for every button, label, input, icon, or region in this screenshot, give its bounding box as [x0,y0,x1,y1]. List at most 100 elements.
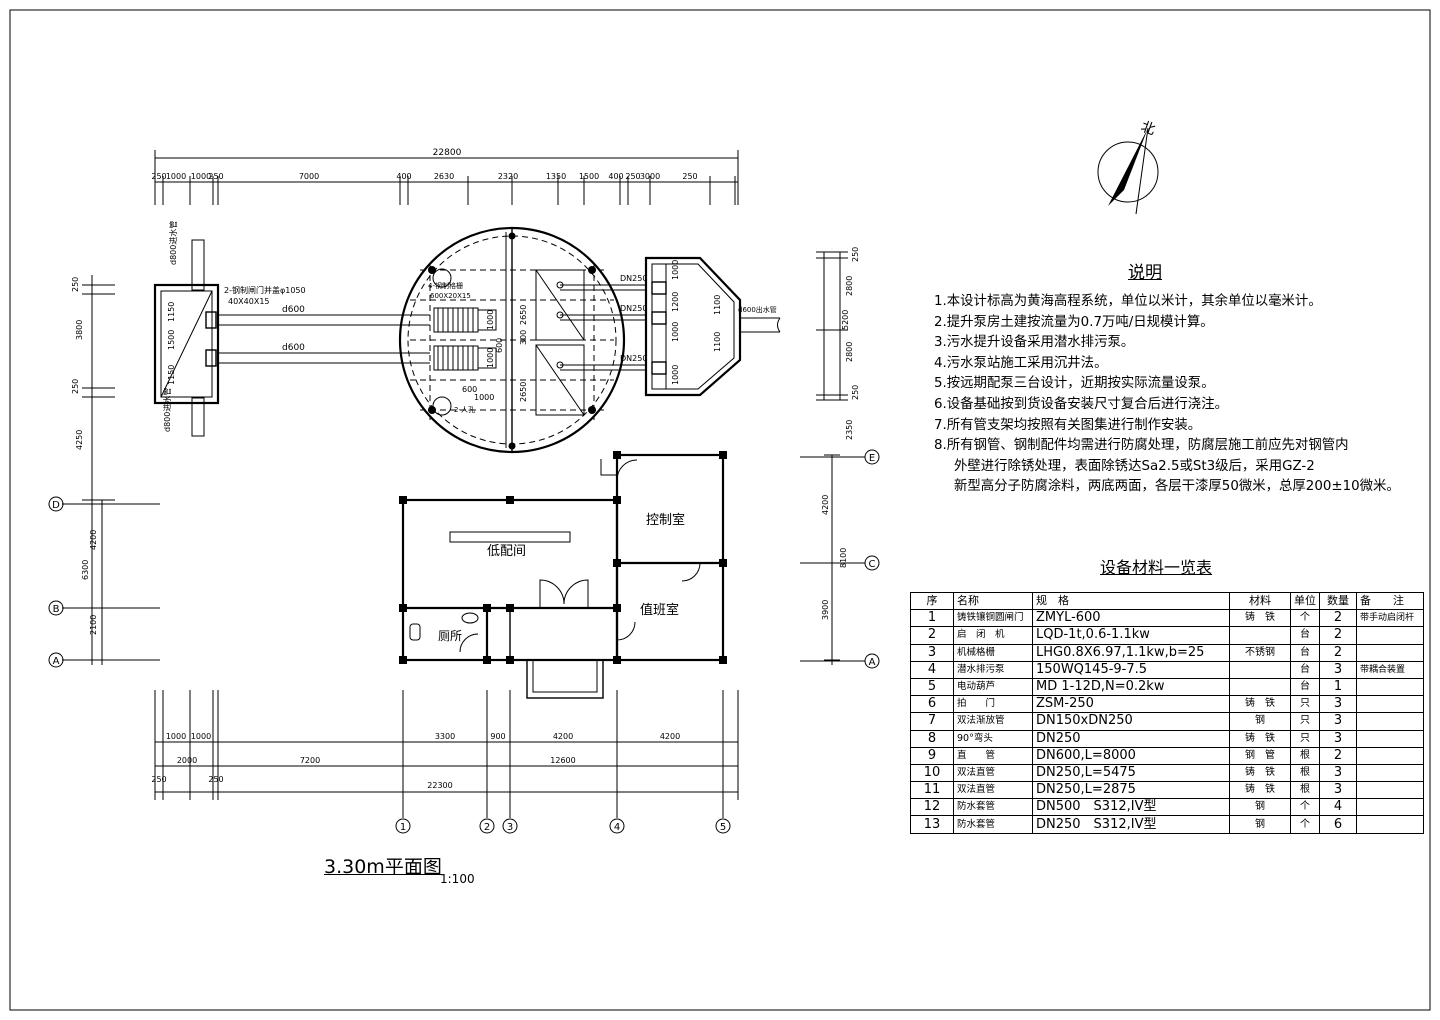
table-cell-spec: MD 1-12D,N=0.2kw [1032,677,1230,697]
axis-bubble-2 [479,818,495,834]
table-cell-spec: DN600,L=8000 [1032,746,1230,765]
table-cell-no: 9 [910,746,954,765]
table-cell-material: 铸 铁 [1229,763,1291,783]
top-dim-label: 400 [396,172,411,181]
manhole-icon [432,268,452,288]
svg-text:1000: 1000 [671,322,680,342]
svg-text:DN250: DN250 [620,304,647,313]
svg-text:1100: 1100 [713,332,722,352]
table-cell-qty: 6 [1319,815,1357,834]
column [506,496,514,504]
bottom-total-dim: 22300 [427,781,452,790]
svg-text:600: 600 [462,385,477,394]
door-swing-icon [563,579,589,608]
table-cell-no: 8 [910,729,954,748]
table-cell-name: 铸铁镶铜圆闸门 [953,609,1033,628]
toilet-icon [409,623,421,641]
bottom-dim-label: 12600 [550,756,575,765]
table-cell-remark [1356,626,1424,645]
column [399,656,407,664]
table-cell-no: 1 [910,609,954,628]
table-cell-name: 防水套管 [953,798,1033,817]
table-cell-no: 11 [910,781,954,800]
bottom-dim-label: 250 [151,775,166,784]
table-cell-no: 4 [910,660,954,679]
door-swing-icon [539,579,565,608]
top-dim-label: 250 [625,172,640,181]
table-cell-unit: 台 [1290,643,1320,662]
basin-icon [461,612,479,624]
table-cell-unit: 根 [1290,763,1320,783]
grille-screen-icon [433,307,479,333]
column [613,656,621,664]
room-duty: 值班室 [640,602,679,618]
top-dim-label: 1500 [579,172,599,181]
left-dim-label: 3800 [75,320,84,340]
table-cell-remark [1356,746,1424,765]
column [613,451,621,459]
table-cell-spec: DN500 S312,IV型 [1032,798,1230,817]
design-notes: 1.本设计标高为黄海高程系统，单位以米计，其余单位以毫米计。 2.提升泵房土建按… [934,292,1434,498]
inlet-pipe-label-top: d800进水管 [168,221,178,265]
table-cell-no: 3 [910,643,954,662]
bottom-dim-label: 900 [490,732,505,741]
bottom-dim-label: 7200 [300,756,320,765]
table-cell-material [1229,677,1291,697]
svg-text:E: E [869,453,875,464]
table-cell-qty: 3 [1319,695,1357,714]
table-cell-unit: 只 [1290,695,1320,714]
plan-title: 3.30m平面图 [324,856,442,878]
svg-text:1000: 1000 [474,393,494,402]
table-title: 设备材料一览表 [1100,558,1213,577]
table-cell-material: 铸 铁 [1229,781,1291,800]
svg-text:1150: 1150 [167,302,176,322]
table-cell-material: 铸 铁 [1229,609,1291,628]
gate-valve-icon [205,311,217,329]
flap-valve-icon [651,311,667,325]
bottom-dim-label: 1000 [166,732,186,741]
table-cell-name: 拍 门 [953,695,1033,714]
top-dim-label: 400 [608,172,623,181]
grille-size: 600Χ20Χ15 [430,292,471,300]
left-dim-label: 4250 [75,430,84,450]
bottom-dim-label: 1000 [191,732,211,741]
top-dim-label: 1350 [546,172,566,181]
grille-screen-icon [433,345,479,371]
column [506,604,514,612]
table-cell-remark [1356,781,1424,800]
top-dim-label: 250 [208,172,223,181]
table-cell-material: 铸 铁 [1229,695,1291,714]
note-item: 1.本设计标高为黄海高程系统，单位以米计，其余单位以毫米计。 [934,294,1322,309]
axis-bubble-a-right [864,653,880,669]
column [613,604,621,612]
table-cell-remark [1356,712,1424,731]
bottom-dim-label: 250 [208,775,223,784]
table-cell-name: 潜水排污泵 [953,660,1033,679]
building-annex-wall [615,453,725,662]
right-dim-label: 8100 [839,548,848,568]
table-cell-no: 5 [910,677,954,697]
table-cell-spec: 150WQ145-9-7.5 [1032,660,1230,679]
column [506,656,514,664]
table-cell-material: 钢 [1229,815,1291,834]
svg-text:2650: 2650 [519,382,528,402]
left-dim-label: 4200 [89,530,98,550]
table-cell-qty: 3 [1319,781,1357,800]
room-toilet: 厕所 [438,629,462,643]
table-cell-qty: 3 [1319,660,1357,679]
table-cell-name: 双法直管 [953,763,1033,783]
table-cell-unit: 根 [1290,746,1320,765]
room-low-dist: 低配间 [487,544,526,559]
axis-bubble-e [864,449,880,465]
table-cell-name: 启 闭 机 [953,626,1033,645]
svg-text:D: D [52,500,60,511]
table-cell-name: 90°弯头 [953,729,1033,748]
top-dim-label: 2630 [434,172,454,181]
table-cell-qty: 2 [1319,746,1357,765]
axis-bubble-a [48,652,64,668]
table-cell-no: 13 [910,815,954,834]
